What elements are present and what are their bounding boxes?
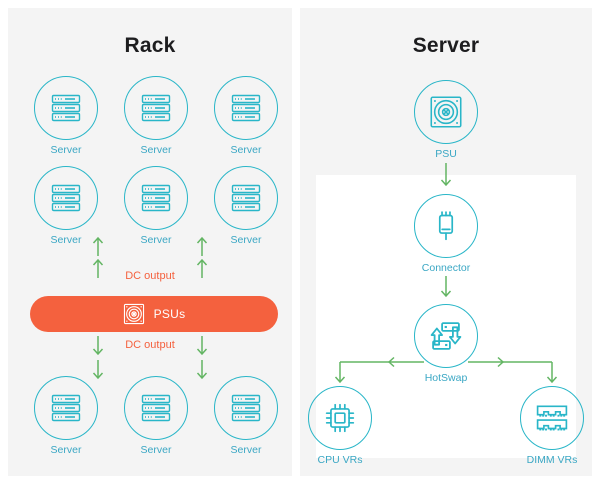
rack-panel-title: Rack xyxy=(124,34,176,57)
psu-fan-icon xyxy=(123,303,144,325)
dimm-vrs-circle xyxy=(520,386,584,450)
server-rack-icon xyxy=(51,184,81,212)
server-label: Server xyxy=(230,444,262,456)
rack-server-bottom-1[interactable]: Server xyxy=(32,376,100,456)
rack-server-middle-1[interactable]: Server xyxy=(32,166,100,246)
server-rack-icon xyxy=(141,394,171,422)
hotswap-circle xyxy=(414,304,478,368)
rack-server-top-1[interactable]: Server xyxy=(32,76,100,156)
server-rack-icon xyxy=(231,94,261,122)
rack-server-middle-3[interactable]: Server xyxy=(212,166,280,246)
hotswap-branch-arrows xyxy=(334,356,558,384)
server-panel: Server xyxy=(300,8,592,476)
server-rack-icon xyxy=(231,394,261,422)
dc-output-up-label: DC output xyxy=(125,270,175,282)
server-circle xyxy=(124,166,188,230)
server-circle xyxy=(214,376,278,440)
connector-plug-icon xyxy=(438,211,454,241)
server-rack-icon xyxy=(51,394,81,422)
server-node-dimm-vrs[interactable]: DIMM VRs xyxy=(507,386,597,466)
server-label: Server xyxy=(50,234,82,246)
server-circle xyxy=(34,166,98,230)
dc-output-down-label: DC output xyxy=(125,339,175,351)
server-rack-icon xyxy=(231,184,261,212)
psu-fan-icon xyxy=(430,96,462,128)
psus-bar-label: PSUs xyxy=(153,307,186,321)
psus-bar[interactable]: PSUs xyxy=(30,296,278,332)
connector-to-hotswap-arrow xyxy=(440,276,452,298)
server-rack-icon xyxy=(141,94,171,122)
server-node-psu[interactable]: PSU xyxy=(412,80,480,160)
server-circle xyxy=(124,376,188,440)
connector-label: Connector xyxy=(421,262,471,274)
server-circle xyxy=(214,76,278,140)
server-circle xyxy=(124,76,188,140)
rack-panel: Rack xyxy=(8,8,292,476)
rack-server-middle-2[interactable]: Server xyxy=(122,166,190,246)
dc-output-up-arrows xyxy=(92,236,208,278)
dimm-memory-icon xyxy=(536,405,568,431)
hotswap-arrows-icon xyxy=(430,322,462,350)
server-node-hotswap[interactable]: HotSwap xyxy=(412,304,480,384)
server-circle xyxy=(34,76,98,140)
psu-to-connector-arrow xyxy=(440,163,452,187)
server-label: Server xyxy=(230,144,262,156)
server-label: Server xyxy=(140,234,172,246)
server-circle xyxy=(34,376,98,440)
server-rack-icon xyxy=(141,184,171,212)
server-panel-title: Server xyxy=(412,34,480,57)
server-rack-icon xyxy=(51,94,81,122)
dc-output-down-arrows xyxy=(92,336,208,380)
psu-circle xyxy=(414,80,478,144)
server-label: Server xyxy=(50,144,82,156)
rack-server-bottom-3[interactable]: Server xyxy=(212,376,280,456)
connector-circle xyxy=(414,194,478,258)
server-label: Server xyxy=(230,234,262,246)
rack-server-top-2[interactable]: Server xyxy=(122,76,190,156)
server-label: Server xyxy=(140,144,172,156)
dimm-vrs-label: DIMM VRs xyxy=(526,454,578,466)
server-circle xyxy=(214,166,278,230)
server-node-connector[interactable]: Connector xyxy=(412,194,480,274)
server-node-cpu-vrs[interactable]: CPU VRs xyxy=(295,386,385,466)
psu-label: PSU xyxy=(435,148,457,160)
cpu-chip-icon xyxy=(325,403,355,433)
rack-server-top-3[interactable]: Server xyxy=(212,76,280,156)
server-label: Server xyxy=(50,444,82,456)
hotswap-label: HotSwap xyxy=(424,372,468,384)
server-label: Server xyxy=(140,444,172,456)
rack-server-bottom-2[interactable]: Server xyxy=(122,376,190,456)
cpu-vrs-circle xyxy=(308,386,372,450)
cpu-vrs-label: CPU VRs xyxy=(317,454,363,466)
